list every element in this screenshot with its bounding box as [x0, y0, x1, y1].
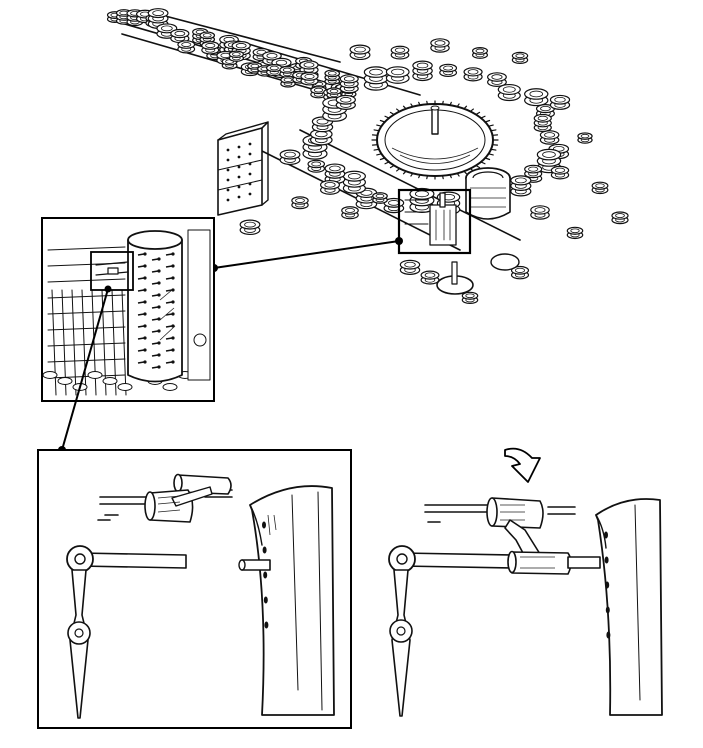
- gear-icon: [324, 69, 341, 86]
- gear-icon: [471, 46, 489, 59]
- gear-icon: [463, 67, 483, 82]
- sliding-collar-icon: [144, 473, 232, 523]
- gear-icon: [335, 94, 356, 110]
- gear-icon: [566, 226, 584, 240]
- gear-icon: [300, 72, 319, 86]
- gear-icon: [430, 38, 450, 53]
- gear-icon: [549, 94, 571, 110]
- drum-assembly-icon: [465, 167, 511, 220]
- gear-icon: [228, 50, 245, 62]
- gear-icon: [280, 75, 296, 88]
- gear-icon: [385, 66, 410, 84]
- gear-icon: [497, 83, 521, 102]
- gear-icon: [577, 132, 593, 144]
- gear-icon: [611, 211, 629, 225]
- engine-overview: [106, 8, 629, 305]
- gear-icon: [291, 196, 309, 210]
- zoom-source-content: [404, 192, 457, 246]
- gear-icon: [326, 87, 342, 99]
- zoom-inset: [41, 217, 215, 402]
- gear-icon: [539, 130, 560, 145]
- gear-icon: [511, 51, 529, 65]
- gear-icon: [307, 159, 326, 173]
- lever-engaged-icon: [388, 545, 601, 717]
- drum-side-engaged: [595, 498, 663, 716]
- gear-icon: [399, 259, 421, 275]
- gear-icon: [341, 206, 359, 220]
- gear-icon: [239, 219, 261, 236]
- gear-icon: [349, 44, 371, 61]
- gear-icon: [177, 40, 196, 54]
- gear-icon: [510, 265, 530, 280]
- zoom-detail-frame: [90, 251, 134, 291]
- upper-shaft-engaged: [424, 504, 576, 523]
- gear-icon: [279, 149, 301, 166]
- lever-disengaged: [37, 449, 352, 729]
- gear-icon: [510, 175, 532, 197]
- gear-icon: [524, 88, 549, 107]
- zoom-connector-top: [210, 237, 403, 272]
- gear-icon: [412, 60, 433, 82]
- gear-icon: [439, 63, 458, 78]
- gear-icon: [363, 66, 389, 91]
- lower-gear-cluster: [436, 253, 520, 295]
- card-stack: [217, 121, 269, 216]
- drum-pin: [238, 559, 271, 571]
- gear-icon: [201, 41, 220, 55]
- gear-icon: [319, 179, 341, 195]
- zoom-source-frame: [397, 188, 472, 255]
- gear-icon: [461, 291, 479, 305]
- gear-icon: [591, 181, 609, 195]
- gear-icon: [339, 74, 359, 94]
- upper-shaft: [97, 489, 233, 521]
- drum-side: [238, 485, 335, 716]
- gear-icon: [524, 164, 543, 183]
- gear-icon: [372, 192, 388, 204]
- card-drum-icon: [127, 230, 183, 383]
- gear-icon: [342, 170, 366, 194]
- central-gear-icon: [371, 100, 499, 180]
- down-arrow-icon: [504, 447, 541, 483]
- gear-icon: [550, 165, 570, 180]
- gear-icon: [487, 72, 507, 87]
- gear-icon: [390, 45, 410, 60]
- gear-icon: [533, 113, 552, 133]
- lever-icon: [66, 545, 187, 719]
- gear-icon: [530, 205, 550, 220]
- gear-icon: [247, 62, 263, 74]
- gear-icon: [420, 270, 440, 285]
- lever-engaged: [388, 447, 663, 717]
